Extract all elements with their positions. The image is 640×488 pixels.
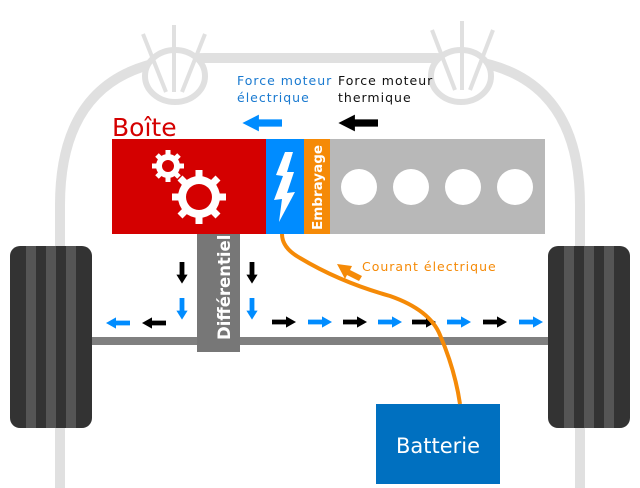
electric-down-arrow-icon — [176, 298, 188, 320]
current-arrow-icon — [337, 264, 362, 281]
gears-icon — [152, 150, 226, 224]
wheel-left — [10, 246, 92, 428]
clutch-label: Embrayage — [310, 145, 326, 230]
gearbox-label: Boîte — [112, 113, 177, 142]
headlight-icon — [141, 25, 208, 105]
cylinder-icon — [341, 169, 533, 205]
electric-right-arrow-icon — [519, 316, 543, 328]
thermal-down-arrow-icon — [246, 262, 258, 284]
lightning-icon — [274, 152, 295, 222]
electric-force-label: Force moteur électrique — [237, 73, 337, 105]
thermal-right-arrow-icon — [343, 316, 367, 328]
axle — [92, 337, 548, 345]
thermal-right-arrow-icon — [272, 316, 296, 328]
electric-left-arrow-icon — [106, 317, 130, 329]
electric-right-arrow-icon — [308, 316, 332, 328]
electric-right-arrow-icon — [447, 316, 471, 328]
differential-label: Différentiel — [215, 235, 234, 340]
wheel-right — [548, 246, 630, 428]
headlight-icon — [428, 21, 495, 105]
thermal-down-arrow-icon — [176, 262, 188, 284]
car-body-outline — [55, 53, 585, 488]
differential-block — [197, 234, 240, 352]
electric-right-arrow-icon — [378, 316, 402, 328]
thermal-left-arrow-icon — [142, 317, 166, 329]
clutch-block — [304, 139, 330, 234]
thermal-force-label: Force moteur thermique — [338, 73, 438, 105]
battery-label: Batterie — [396, 434, 480, 458]
current-wire — [280, 233, 462, 405]
battery-block — [376, 404, 500, 484]
electric-down-arrow-icon — [246, 298, 258, 320]
thermal-right-arrow-icon — [483, 316, 507, 328]
thermal-force-arrow-icon — [338, 114, 378, 132]
current-label: Courant électrique — [362, 259, 497, 274]
electric-force-arrow-icon — [242, 114, 282, 132]
